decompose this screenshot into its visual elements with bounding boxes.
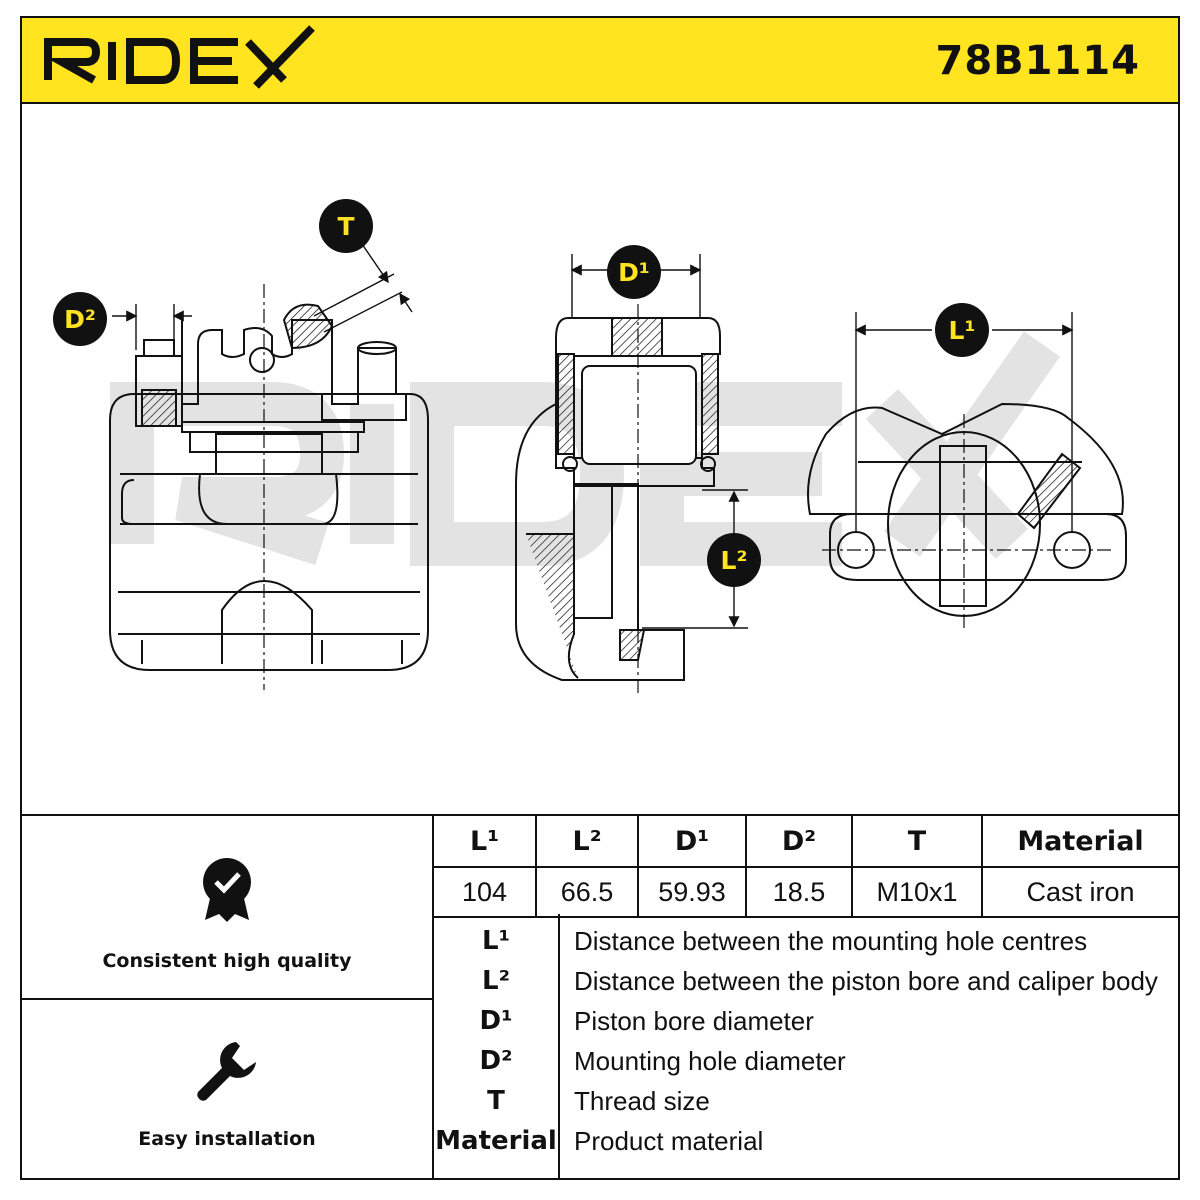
legend-row: D¹ Piston bore diameter (434, 1002, 1178, 1042)
technical-drawing: D² T (22, 104, 1178, 814)
spec-value: 59.93 (637, 866, 747, 918)
spec-value: 18.5 (745, 866, 853, 918)
t-label: T (319, 199, 373, 253)
legend: L¹ Distance between the mounting hole ce… (434, 914, 1178, 1180)
legend-desc: Thread size (574, 1086, 710, 1116)
ridex-logo (42, 24, 322, 101)
spec-value: 66.5 (535, 866, 639, 918)
part-number: 78B1114 (935, 38, 1140, 84)
spec-header: L¹ (434, 816, 537, 868)
svg-text:D¹: D¹ (618, 258, 650, 287)
legend-desc: Distance between the piston bore and cal… (574, 966, 1158, 996)
spec-value: Cast iron (981, 866, 1178, 918)
spec-header: D¹ (637, 816, 747, 868)
legend-key: D² (479, 1046, 513, 1076)
legend-key: L¹ (482, 926, 510, 956)
spec-value-row: 104 66.5 59.93 18.5 M10x1 Cast iron (434, 866, 1178, 918)
info-panel: Consistent high quality Easy installatio… (22, 814, 1178, 1180)
product-sheet: 78B1114 (20, 16, 1180, 1180)
feature-quality: Consistent high quality (22, 816, 432, 1000)
header-bar: 78B1114 (22, 18, 1178, 104)
legend-desc: Mounting hole diameter (574, 1046, 846, 1076)
legend-desc: Distance between the mounting hole centr… (574, 926, 1088, 956)
feature-caption: Easy installation (138, 1128, 316, 1150)
legend-key: L² (482, 966, 510, 996)
svg-text:D²: D² (64, 305, 96, 334)
caliper-rear-view (109, 303, 429, 671)
legend-key: D¹ (479, 1006, 513, 1036)
d2-dimension (112, 304, 192, 350)
spec-table: L¹ L² D¹ D² T Material 104 66.5 59.93 18… (434, 816, 1178, 918)
wrench-icon (197, 1042, 256, 1101)
legend-row: D² Mounting hole diameter (434, 1042, 1178, 1082)
l1-dimension (854, 312, 1074, 532)
svg-text:L¹: L¹ (949, 316, 976, 345)
svg-text:L²: L² (721, 546, 748, 575)
t-dimension (313, 243, 413, 333)
legend-key: T (487, 1086, 505, 1116)
spec-header: D² (745, 816, 853, 868)
l2-dimension (642, 489, 748, 629)
legend-row: T Thread size (434, 1082, 1178, 1122)
features-column: Consistent high quality Easy installatio… (22, 816, 434, 1180)
caliper-section-view (515, 317, 721, 681)
legend-divider (558, 914, 560, 1180)
spec-header-row: L¹ L² D¹ D² T Material (434, 816, 1178, 868)
d1-label: D¹ (607, 245, 661, 299)
l1-label: L¹ (935, 303, 989, 357)
feature-installation: Easy installation (22, 1000, 432, 1180)
spec-header: T (851, 816, 983, 868)
l2-label: L² (707, 533, 761, 587)
legend-row: Material Product material (434, 1122, 1178, 1162)
d2-label: D² (53, 292, 107, 346)
spec-header: Material (981, 816, 1178, 868)
legend-desc: Piston bore diameter (574, 1006, 814, 1036)
spec-value: 104 (434, 866, 537, 918)
legend-row: L¹ Distance between the mounting hole ce… (434, 922, 1178, 962)
spec-value: M10x1 (851, 866, 983, 918)
quality-badge-icon (203, 858, 251, 922)
legend-row: L² Distance between the piston bore and … (434, 962, 1178, 1002)
svg-text:T: T (337, 212, 354, 241)
feature-caption: Consistent high quality (102, 950, 352, 972)
legend-desc: Product material (574, 1126, 764, 1156)
legend-key: Material (435, 1126, 557, 1156)
spec-header: L² (535, 816, 639, 868)
